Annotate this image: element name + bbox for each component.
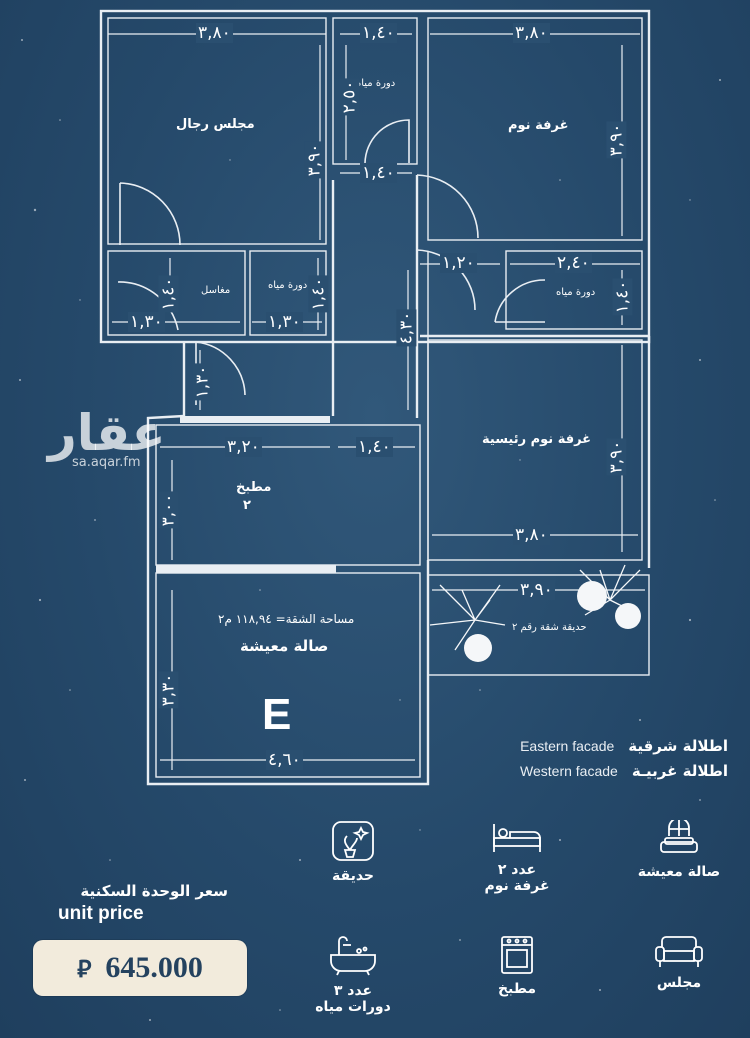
feature-majlis: مجلس bbox=[619, 935, 739, 991]
room-label-master-bedroom: غرفة نوم رئيسية bbox=[482, 432, 592, 447]
price-amount: 645.000 bbox=[105, 951, 203, 984]
majlis-door bbox=[119, 182, 181, 246]
room-label-bath3: دورة مياه bbox=[556, 287, 596, 298]
bedroom-outline bbox=[427, 17, 643, 241]
dim-kitchen-width: ٣,٢٠ bbox=[225, 437, 262, 457]
room-label-bath1: دورة مياه bbox=[356, 78, 396, 89]
riyal-icon: ⃁ bbox=[77, 954, 92, 983]
bedroom-door bbox=[416, 174, 479, 239]
dim-bath1-width: ١,٤٠ bbox=[360, 23, 397, 43]
bath1-door bbox=[364, 119, 410, 164]
dim-bedroom-width: ٣,٨٠ bbox=[513, 23, 550, 43]
dim-corridor-height: ٤,٣٠ bbox=[396, 309, 417, 347]
room-label-bedroom: غرفة نوم bbox=[508, 118, 569, 133]
dim-living-width: ٤,٦٠ bbox=[266, 750, 303, 770]
feature-kitchen: مطبخ bbox=[457, 935, 577, 997]
dim-corridor-width: ١,٢٠ bbox=[440, 253, 477, 273]
master-bedroom-outline bbox=[427, 339, 643, 561]
price-badge: ⃁ 645.000 bbox=[33, 940, 247, 996]
dim-majlis-width: ٣,٨٠ bbox=[196, 23, 233, 43]
room-label-living: صالة معيشة bbox=[240, 637, 329, 655]
sinks-door bbox=[117, 281, 179, 331]
dim-sinks-width: ١,٣٠ bbox=[128, 312, 165, 332]
window-sofa-icon bbox=[660, 820, 698, 853]
room-label-bath2: دورة مياه bbox=[268, 280, 308, 291]
unit-letter: E bbox=[262, 690, 292, 739]
dim-bedroom-height: ٣,٩٠ bbox=[606, 121, 627, 159]
dim-master-height: ٣,٩٠ bbox=[606, 438, 627, 476]
feature-living: صالة معيشة bbox=[619, 820, 739, 880]
dim-master-width: ٣,٨٠ bbox=[513, 525, 550, 545]
couch-icon bbox=[655, 936, 703, 967]
room-label-sinks: مغاسل bbox=[201, 285, 231, 296]
bath3-outline bbox=[505, 250, 643, 330]
feature-garden: حديقة bbox=[293, 820, 413, 884]
feature-bedrooms: عدد ٢ غرفة نوم bbox=[457, 820, 577, 894]
dim-kitchen-height: ٣,٠٠ bbox=[158, 491, 179, 529]
dim-garden-width: ٣,٩٠ bbox=[518, 580, 555, 600]
outer-wall bbox=[99, 9, 651, 344]
dim-corridor2-width: ١,٤٠ bbox=[356, 437, 393, 457]
living-outline bbox=[155, 572, 421, 778]
apartment-area-note: مساحة الشقة= ١١٨,٩٤ م٢ bbox=[218, 612, 355, 626]
room-label-kitchen: مطبخ bbox=[236, 480, 272, 495]
garden-outline bbox=[427, 574, 650, 676]
garden-plants bbox=[429, 564, 641, 651]
bathtub-icon bbox=[330, 936, 376, 976]
dim-sinks-height: ١,٤٠ bbox=[158, 275, 179, 313]
dim-living-height: ٣,٣٠ bbox=[158, 671, 179, 709]
dim-bath3-height: ١,٤٠ bbox=[612, 278, 633, 316]
room-label-kitchen-no: ٢ bbox=[243, 498, 251, 513]
dim-bath1-height: ٢,٥٠ bbox=[339, 78, 360, 116]
bath3-door bbox=[494, 279, 546, 323]
potted-plants-icon bbox=[332, 821, 374, 861]
majlis-room-outline bbox=[107, 17, 327, 245]
dim-bath2-height: ١,٤٠ bbox=[308, 275, 329, 313]
price-title-english: unit price bbox=[58, 903, 144, 924]
room-label-majlis: مجلس رجال bbox=[176, 117, 255, 132]
stove-icon bbox=[501, 936, 533, 974]
watermark-url: sa.aqar.fm bbox=[72, 455, 141, 470]
bed-icon bbox=[493, 824, 541, 852]
watermark-logo: عقار bbox=[48, 404, 166, 462]
dim-bath1-width-2: ١,٤٠ bbox=[360, 163, 397, 183]
room-label-garden: حديقة شقة رقم ٢ bbox=[512, 622, 587, 633]
dim-entry-height: ١,٣٠ bbox=[192, 363, 213, 401]
price-title-arabic: سعر الوحدة السكنية bbox=[80, 882, 228, 900]
dim-bath2-width: ١,٣٠ bbox=[266, 312, 303, 332]
dim-majlis-height: ٣,٩٠ bbox=[304, 141, 325, 179]
sinks-outline bbox=[107, 250, 246, 336]
feature-bathrooms: عدد ٣ دورات مياه bbox=[293, 935, 413, 1015]
dim-bath3-width: ٢,٤٠ bbox=[555, 253, 592, 273]
